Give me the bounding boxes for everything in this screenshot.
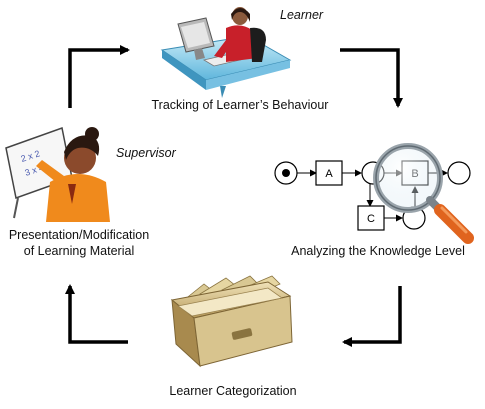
analyzing-step-label: Analyzing the Knowledge Level — [291, 244, 465, 258]
arrow-analyzing-to-categorization — [342, 286, 402, 347]
transition-c — [357, 205, 385, 231]
card-drawer-icon — [170, 275, 293, 368]
magnifier-icon — [373, 143, 474, 244]
learner-role-label: Learner — [280, 8, 324, 22]
cycle-arrows — [65, 45, 403, 347]
presentation-step-label-line1: Presentation/Modification — [8, 228, 150, 242]
arrow-categorization-to-presentation — [65, 284, 128, 344]
arrow-tracking-to-analyzing — [340, 48, 403, 108]
transition-a-label: A — [325, 168, 333, 180]
transition-c-label: C — [367, 213, 375, 225]
categorization-step-label: Learner Categorization — [169, 384, 297, 398]
transition-a — [315, 160, 343, 186]
supervisor-at-board-icon: 2 x 2 3 x 4 — [5, 127, 110, 222]
place-end — [447, 161, 471, 185]
arrow-presentation-to-tracking — [68, 45, 130, 108]
learner-at-computer-icon — [160, 7, 292, 98]
presentation-step-label-line2: of Learning Material — [23, 244, 135, 258]
supervisor-role-label: Supervisor — [116, 146, 176, 160]
tracking-step-label: Tracking of Learner’s Behaviour — [151, 98, 329, 112]
token — [282, 169, 290, 177]
